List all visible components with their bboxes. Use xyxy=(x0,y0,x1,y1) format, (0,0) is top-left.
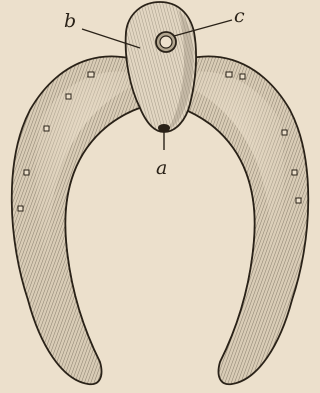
nail-hole xyxy=(292,170,297,175)
stud-hole-c xyxy=(156,32,176,52)
label-b: b xyxy=(64,10,76,32)
nail-hole xyxy=(44,126,49,131)
label-c: c xyxy=(234,5,245,27)
nail-hole xyxy=(240,74,245,79)
nail-hole xyxy=(66,94,71,99)
inner-arch-edge xyxy=(65,104,254,362)
nail-hole xyxy=(88,72,94,77)
nail-hole xyxy=(18,206,23,211)
nail-hole xyxy=(226,72,232,77)
nail-hole xyxy=(24,170,29,175)
label-a: a xyxy=(156,157,167,179)
nail-hole xyxy=(282,130,287,135)
nail-hole xyxy=(296,198,301,203)
clip-tip-a xyxy=(158,124,170,150)
